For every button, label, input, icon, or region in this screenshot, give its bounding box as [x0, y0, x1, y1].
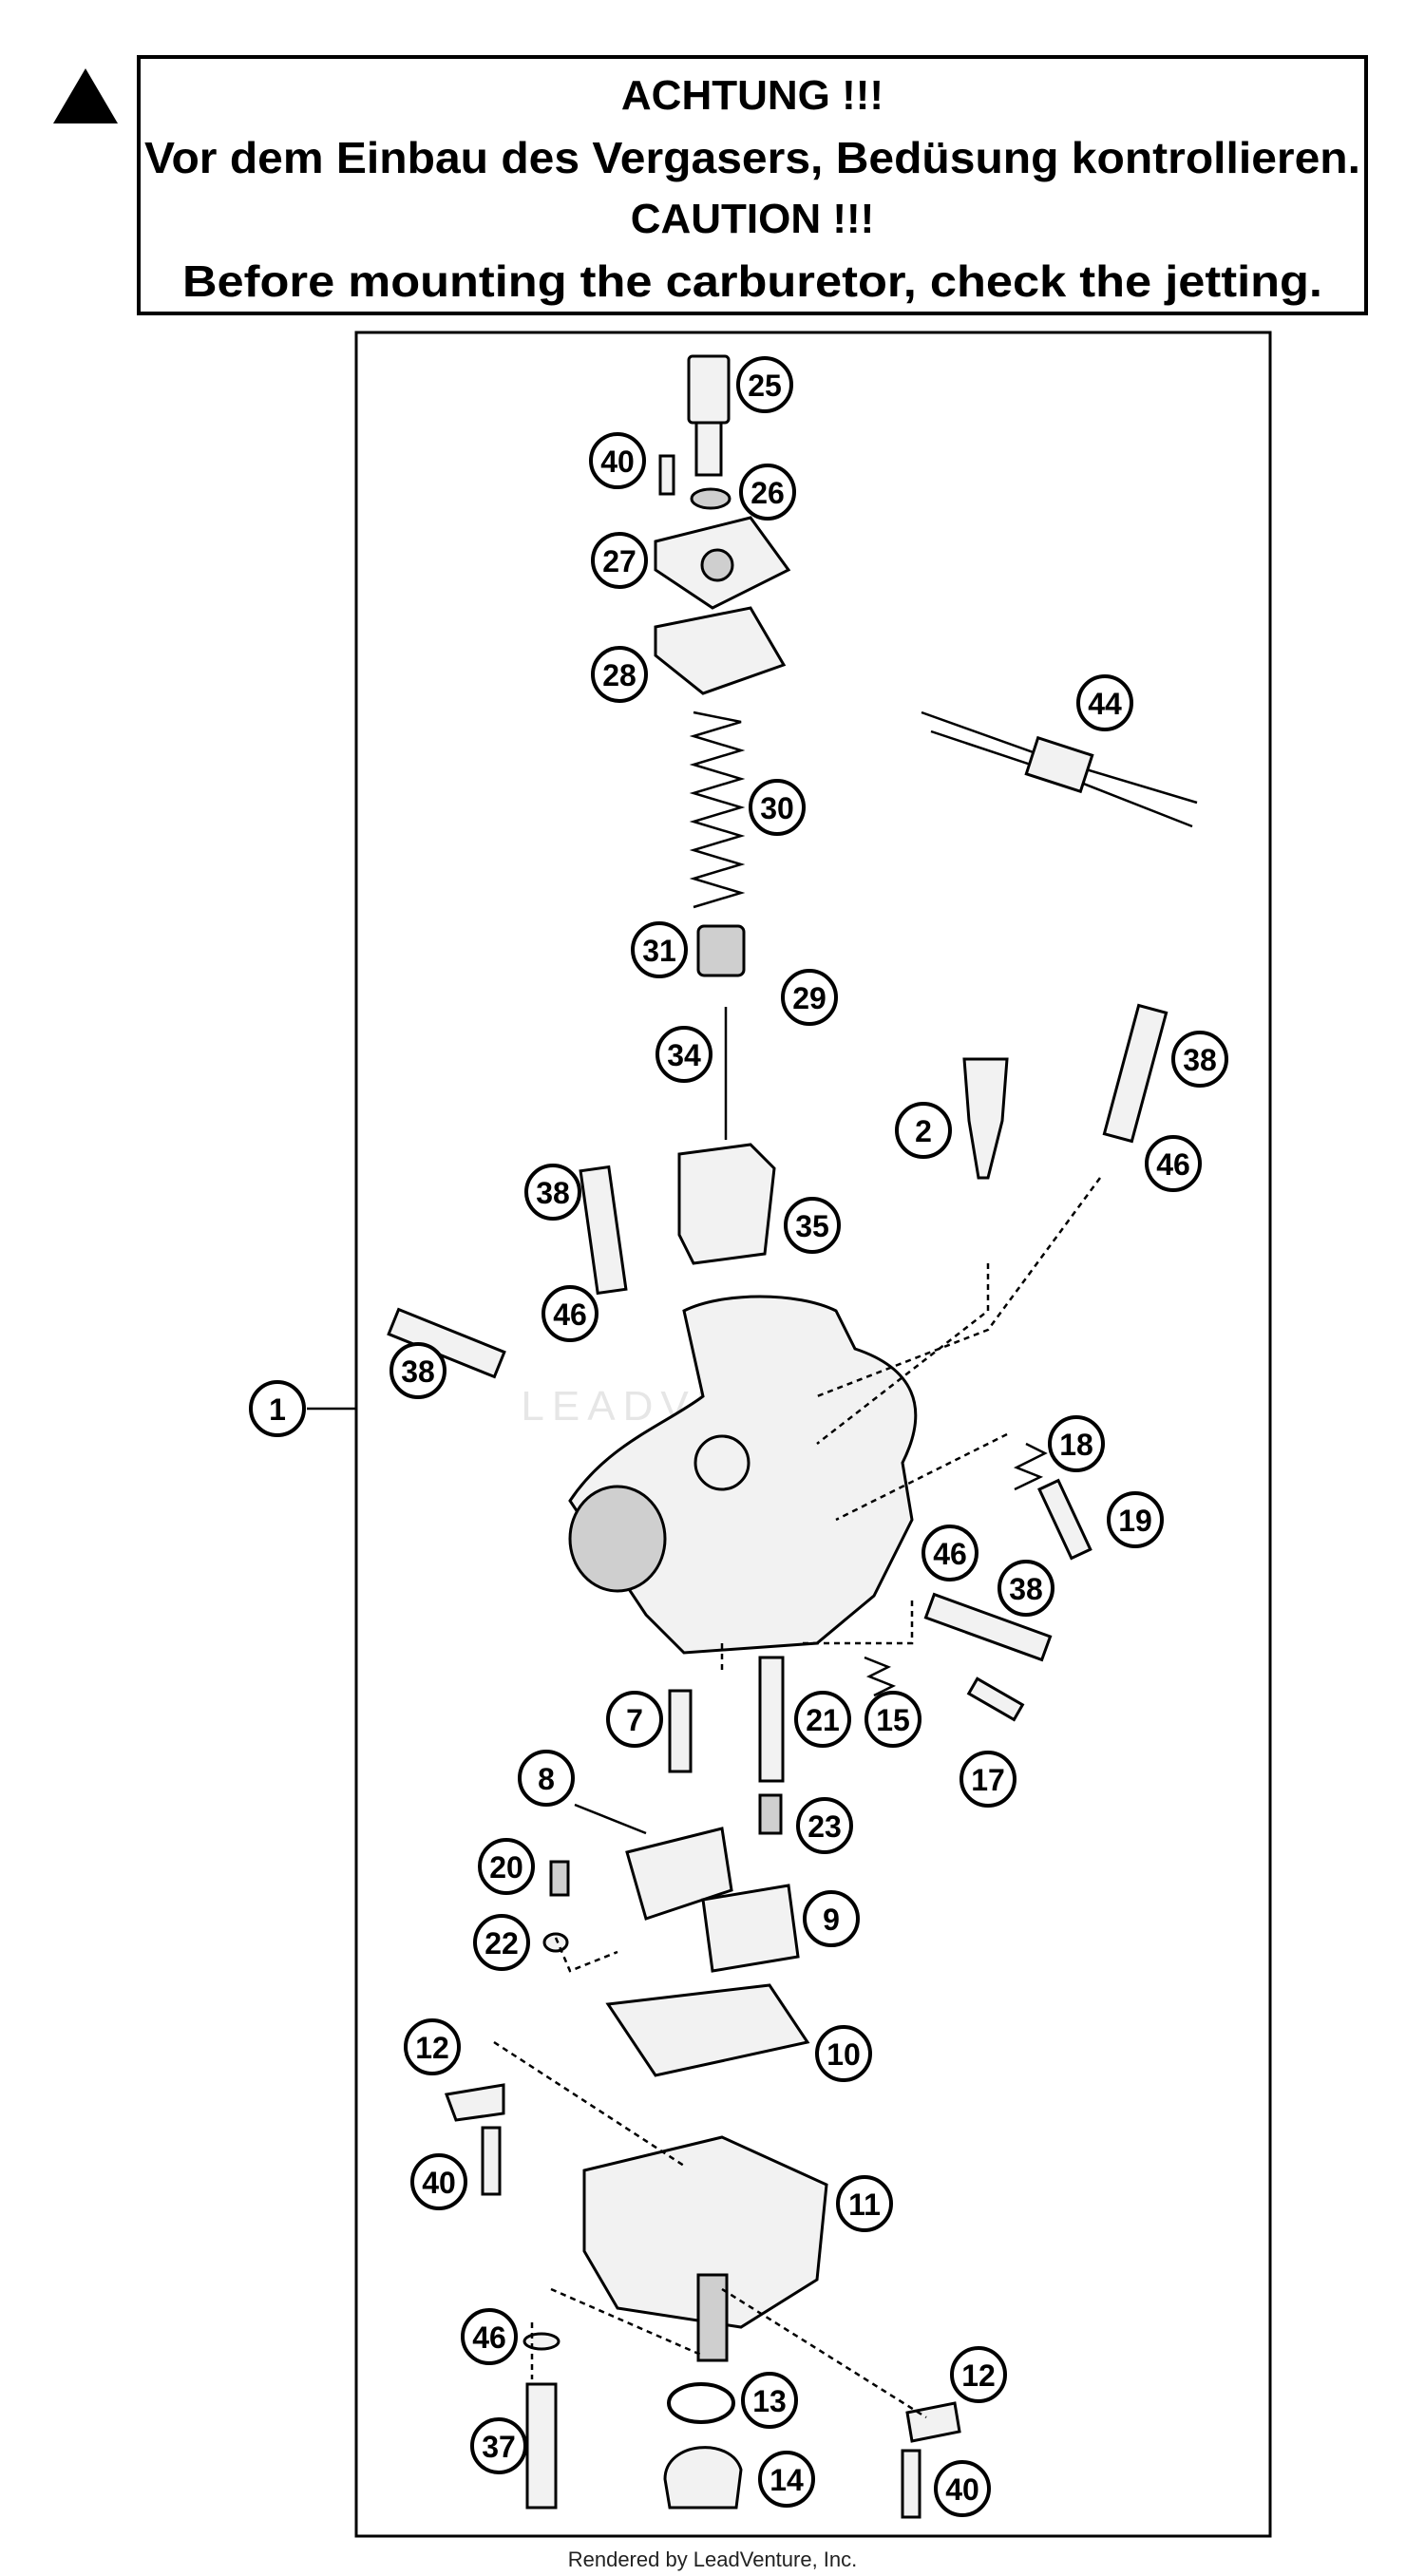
svg-text:14: 14: [770, 2463, 804, 2497]
svg-text:37: 37: [482, 2430, 516, 2464]
callouts: 25 40 26 27 28 44 30 31 29 34 38 2 46 38…: [249, 356, 1228, 2517]
callout-21: 21: [794, 1691, 851, 1748]
callout-9: 9: [803, 1890, 860, 1947]
svg-text:11: 11: [848, 2188, 881, 2222]
callout-34: 34: [656, 1026, 712, 1083]
callout-38-right: 38: [998, 1560, 1054, 1617]
svg-text:15: 15: [876, 1703, 910, 1737]
callout-38-top-right: 38: [1171, 1031, 1228, 1088]
svg-text:23: 23: [808, 1809, 842, 1844]
svg-text:1: 1: [269, 1392, 286, 1427]
callout-46-left: 46: [542, 1285, 598, 1342]
svg-text:31: 31: [642, 934, 676, 968]
svg-text:13: 13: [752, 2384, 787, 2418]
svg-text:46: 46: [472, 2320, 506, 2355]
callout-26: 26: [739, 464, 796, 521]
callout-14: 14: [758, 2451, 815, 2508]
callout-2: 2: [895, 1102, 952, 1159]
svg-text:40: 40: [945, 2472, 979, 2507]
callout-40-left: 40: [410, 2153, 467, 2210]
footer-credit: Rendered by LeadVenture, Inc.: [567, 2548, 858, 2571]
callout-30: 30: [749, 779, 806, 836]
callout-10: 10: [815, 2025, 872, 2082]
callout-7: 7: [606, 1691, 663, 1748]
svg-text:7: 7: [626, 1703, 643, 1737]
callout-11: 11: [836, 2175, 893, 2232]
callout-12-left: 12: [404, 2018, 461, 2075]
callout-46-bottom: 46: [461, 2308, 518, 2365]
callout-46-top-right: 46: [1145, 1135, 1202, 1192]
callout-40-bottom-right: 40: [934, 2460, 991, 2517]
svg-text:40: 40: [422, 2166, 456, 2200]
svg-text:25: 25: [748, 369, 782, 403]
spring: [689, 710, 746, 909]
callout-40: 40: [589, 432, 646, 489]
callout-46-right: 46: [922, 1525, 978, 1582]
svg-text:46: 46: [553, 1297, 587, 1332]
svg-text:44: 44: [1088, 687, 1122, 721]
warning-line-3: CAUTION !!!: [631, 196, 875, 242]
svg-text:38: 38: [1009, 1572, 1043, 1606]
callout-18: 18: [1048, 1415, 1105, 1472]
warning-box: [137, 55, 1368, 315]
callout-29: 29: [781, 969, 838, 1026]
svg-text:10: 10: [826, 2037, 861, 2072]
svg-text:26: 26: [750, 476, 785, 510]
callout-8: 8: [518, 1750, 575, 1807]
diagram-frame: [354, 331, 1272, 2538]
warning-triangle-icon: [53, 68, 118, 123]
svg-text:29: 29: [792, 981, 826, 1015]
svg-text:35: 35: [795, 1209, 829, 1243]
svg-text:18: 18: [1059, 1428, 1093, 1462]
svg-text:28: 28: [602, 658, 636, 692]
callout-31: 31: [631, 921, 688, 978]
svg-text:30: 30: [760, 791, 794, 825]
warning-line-4: Before mounting the carburetor, check th…: [182, 256, 1322, 306]
warning-line-1: ACHTUNG !!!: [621, 72, 884, 119]
svg-text:19: 19: [1118, 1504, 1152, 1538]
svg-text:38: 38: [1183, 1043, 1217, 1077]
callout-27: 27: [591, 532, 648, 589]
callout-35: 35: [784, 1197, 841, 1254]
callout-25: 25: [736, 356, 793, 413]
svg-text:34: 34: [667, 1038, 701, 1072]
callout-1: 1: [249, 1380, 306, 1437]
svg-text:12: 12: [415, 2031, 449, 2065]
svg-text:38: 38: [536, 1176, 570, 1210]
callout-13: 13: [741, 2372, 798, 2429]
svg-text:8: 8: [538, 1762, 555, 1796]
svg-text:40: 40: [600, 445, 635, 479]
parts-layer: [387, 354, 1198, 2519]
callout-28: 28: [591, 646, 648, 703]
svg-text:22: 22: [484, 1926, 519, 1960]
callout-12-right: 12: [950, 2346, 1007, 2403]
svg-text:9: 9: [823, 1903, 840, 1937]
svg-text:17: 17: [971, 1763, 1005, 1797]
callout-38-left-upper: 38: [524, 1164, 581, 1221]
svg-text:21: 21: [806, 1703, 840, 1737]
svg-text:20: 20: [489, 1850, 523, 1885]
callout-44: 44: [1076, 674, 1133, 731]
svg-text:2: 2: [915, 1114, 932, 1148]
callout-17: 17: [960, 1751, 1016, 1808]
warning-header: ACHTUNG !!! Vor dem Einbau des Vergasers…: [53, 55, 1368, 315]
svg-text:38: 38: [401, 1354, 435, 1389]
svg-text:27: 27: [602, 544, 636, 578]
svg-text:12: 12: [961, 2358, 996, 2393]
callout-20: 20: [478, 1838, 535, 1895]
callout-22: 22: [473, 1914, 530, 1971]
warning-line-2: Vor dem Einbau des Vergasers, Bedüsung k…: [144, 133, 1360, 182]
callout-37: 37: [470, 2417, 527, 2474]
svg-text:46: 46: [1156, 1147, 1190, 1182]
callout-23: 23: [796, 1797, 853, 1854]
callout-15: 15: [864, 1691, 922, 1748]
callout-38-left: 38: [390, 1342, 446, 1399]
leader-lines: [307, 1177, 1102, 2419]
svg-text:46: 46: [933, 1537, 967, 1571]
callout-19: 19: [1107, 1491, 1164, 1548]
